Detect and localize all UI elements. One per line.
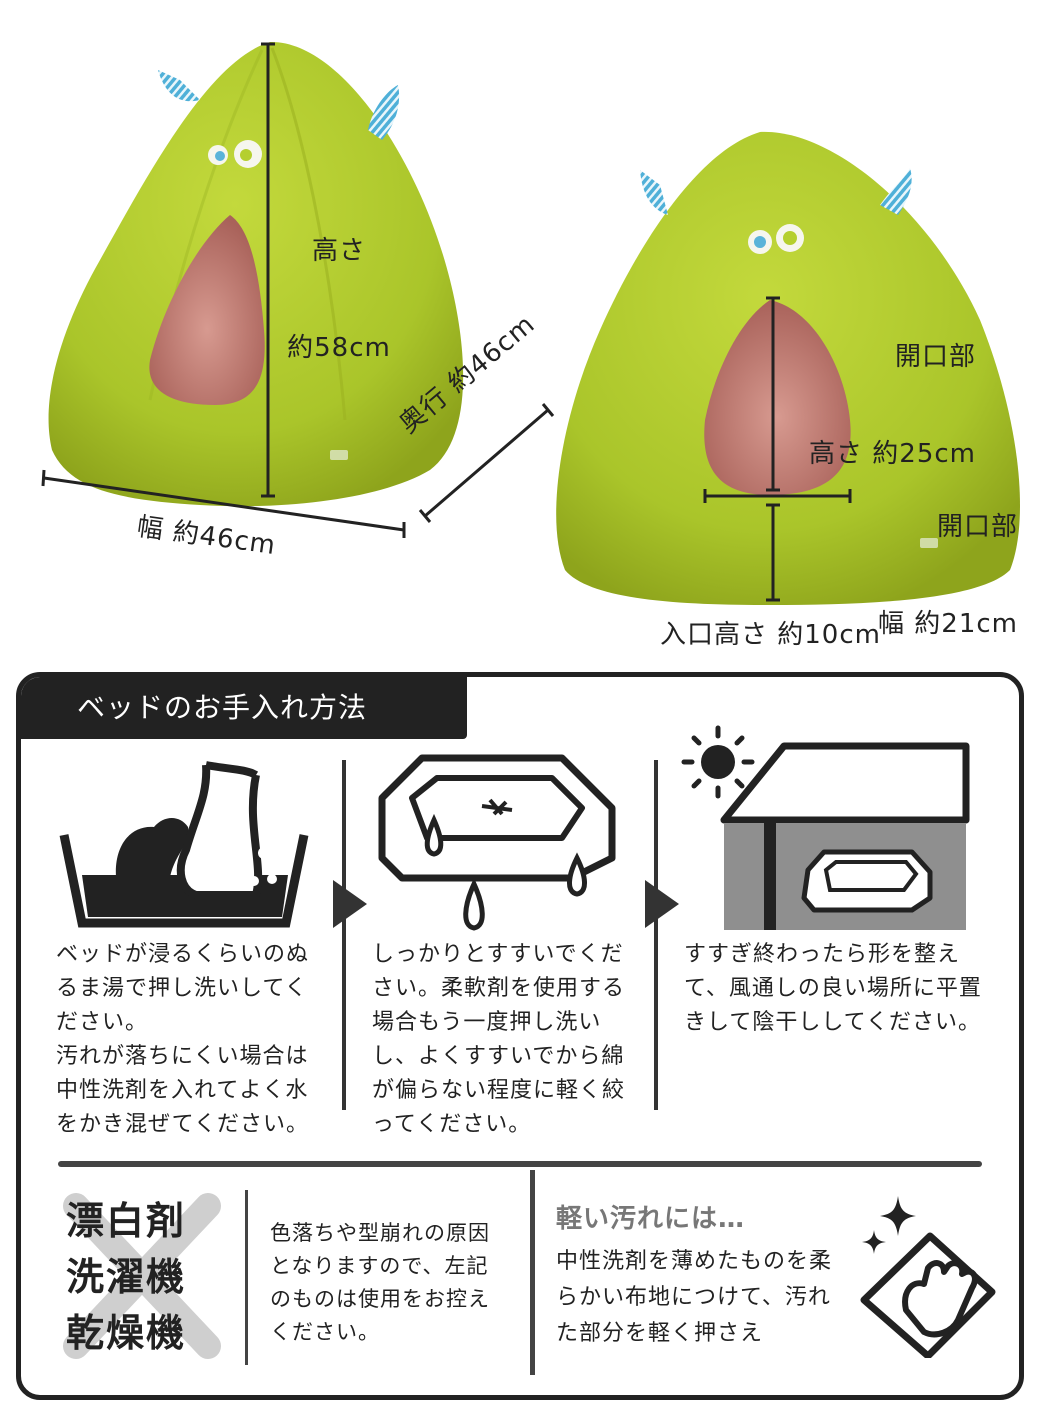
opening-height-line1: 開口部: [894, 342, 976, 372]
sun-icon: [681, 725, 755, 799]
step1-text: ベッドが浸るくらいのぬるま湯で押し洗いしてください。 汚れが落ちにくい場合は中性…: [56, 942, 310, 1137]
dimension-lines-right: [703, 296, 852, 602]
opening-width-line2: 幅 約21cm: [878, 609, 1018, 639]
product-illustration: [41, 41, 1020, 605]
opening-height-line2: 高さ 約25cm: [809, 439, 976, 469]
bed-right: [556, 131, 1020, 605]
dimension-lines-left: [41, 42, 555, 538]
prohibited-washer: 洗濯機: [66, 1255, 187, 1299]
prohibited-cross-icon: [63, 1193, 221, 1359]
prohibited-dryer: 乾燥機: [66, 1311, 187, 1355]
care-title: ベッドのお手入れ方法: [21, 677, 467, 739]
arrow-right-icon: [333, 880, 367, 928]
eyes-right: [748, 224, 804, 254]
section-divider: [58, 1161, 982, 1167]
prohibited-items: 漂白剤 洗濯機 乾燥機: [66, 1193, 216, 1361]
height-label-line2: 約58cm: [287, 333, 391, 363]
care-instructions-box: ベッドのお手入れ方法: [16, 672, 1024, 1400]
hand-wash-icon: [59, 761, 309, 928]
prohibited-bleach: 漂白剤: [66, 1199, 187, 1243]
opening-height-label: 開口部 高さ 約25cm: [798, 276, 976, 500]
sparkle-icon: [862, 1196, 916, 1254]
entrance-height-label: 入口高さ 約10cm: [660, 620, 881, 650]
opening-width-label: 開口部 幅 約21cm: [866, 446, 1018, 670]
dripping-bed-icon: [378, 754, 616, 931]
prohibited-note: 色落ちや型崩れの原因となりますので、左記のものは使用をお控えください。: [270, 1221, 490, 1344]
height-label-line1: 高さ: [311, 236, 366, 266]
divider-2: [654, 760, 658, 1110]
divider-1: [342, 760, 346, 1110]
shade-dry-icon: [681, 725, 970, 930]
light-dirt-title: 軽い汚れには…: [556, 1204, 746, 1234]
opening-width-line1: 開口部: [936, 512, 1018, 542]
divider-3: [245, 1190, 248, 1365]
step2-text: しっかりとすすいでください。柔軟剤を使用する場合もう一度押し洗いし、よくすすいで…: [372, 942, 626, 1137]
arrow-right-icon: [645, 880, 679, 928]
cloth-wipe-icon: [860, 1196, 996, 1358]
step3-text: すすぎ終わったら形を整えて、風通しの良い場所に平置きして陰干ししてください。: [684, 942, 982, 1035]
bed-left: [41, 41, 555, 538]
height-label: 高さ 約58cm: [284, 170, 394, 394]
eyes-left: [208, 140, 262, 168]
divider-4: [530, 1170, 535, 1375]
light-dirt-text: 中性洗剤を薄めたものを柔らかい布地につけて、汚れた部分を軽く押さえ: [556, 1249, 833, 1346]
